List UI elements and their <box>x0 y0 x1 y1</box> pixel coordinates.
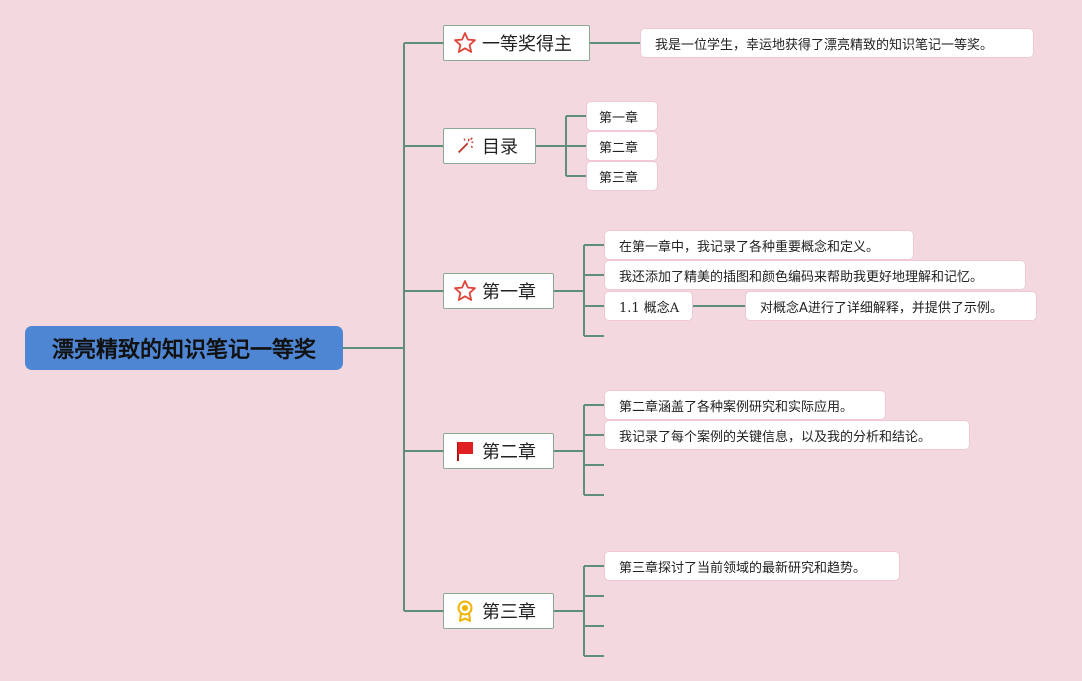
toc-item-1[interactable]: 第一章 <box>586 101 658 131</box>
topic-chapter-1-label: 第一章 <box>482 282 536 303</box>
winner-description[interactable]: 我是一位学生，幸运地获得了漂亮精致的知识笔记一等奖。 <box>640 28 1034 58</box>
toc-item-3[interactable]: 第三章 <box>586 161 658 191</box>
concept-a-description-text: 对概念A进行了详细解释，并提供了示例。 <box>760 300 1003 316</box>
star-outline-icon <box>452 278 478 304</box>
award-badge-icon <box>452 598 478 624</box>
chapter-1-item-2[interactable]: 我还添加了精美的插图和颜色编码来帮助我更好地理解和记忆。 <box>604 260 1026 290</box>
topic-toc-label: 目录 <box>482 137 518 158</box>
topic-winner-label: 一等奖得主 <box>482 34 572 55</box>
toc-item-3-text: 第三章 <box>599 170 639 186</box>
chapter-2-item-1[interactable]: 第二章涵盖了各种案例研究和实际应用。 <box>604 390 886 420</box>
concept-a-description[interactable]: 对概念A进行了详细解释，并提供了示例。 <box>745 291 1037 321</box>
magic-wand-icon <box>452 133 478 159</box>
chapter-1-concept-a[interactable]: 1.1 概念A <box>604 291 693 321</box>
toc-item-2[interactable]: 第二章 <box>586 131 658 161</box>
chapter-2-item-2-text: 我记录了每个案例的关键信息，以及我的分析和结论。 <box>619 429 932 445</box>
chapter-1-item-2-text: 我还添加了精美的插图和颜色编码来帮助我更好地理解和记忆。 <box>619 269 984 285</box>
topic-chapter-2-label: 第二章 <box>482 442 536 463</box>
chapter-2-item-1-text: 第二章涵盖了各种案例研究和实际应用。 <box>619 399 854 415</box>
chapter-1-item-1-text: 在第一章中，我记录了各种重要概念和定义。 <box>619 239 880 255</box>
chapter-1-item-1[interactable]: 在第一章中，我记录了各种重要概念和定义。 <box>604 230 914 260</box>
chapter-2-item-2[interactable]: 我记录了每个案例的关键信息，以及我的分析和结论。 <box>604 420 970 450</box>
toc-item-2-text: 第二章 <box>599 140 639 156</box>
chapter-1-concept-a-text: 1.1 概念A <box>619 300 680 316</box>
topic-winner[interactable]: 一等奖得主 <box>443 25 590 61</box>
chapter-3-item-1-text: 第三章探讨了当前领域的最新研究和趋势。 <box>619 560 867 576</box>
topic-toc[interactable]: 目录 <box>443 128 536 164</box>
topic-chapter-1[interactable]: 第一章 <box>443 273 554 309</box>
topic-chapter-2[interactable]: 第二章 <box>443 433 554 469</box>
star-outline-icon <box>452 30 478 56</box>
topic-chapter-3-label: 第三章 <box>482 602 536 623</box>
chapter-3-item-1[interactable]: 第三章探讨了当前领域的最新研究和趋势。 <box>604 551 900 581</box>
root-title: 漂亮精致的知识笔记一等奖 <box>51 338 316 363</box>
winner-description-text: 我是一位学生，幸运地获得了漂亮精致的知识笔记一等奖。 <box>655 37 994 53</box>
topic-chapter-3[interactable]: 第三章 <box>443 593 554 629</box>
red-flag-icon <box>452 438 478 464</box>
root-topic[interactable]: 漂亮精致的知识笔记一等奖 <box>25 326 343 370</box>
toc-item-1-text: 第一章 <box>599 110 639 126</box>
